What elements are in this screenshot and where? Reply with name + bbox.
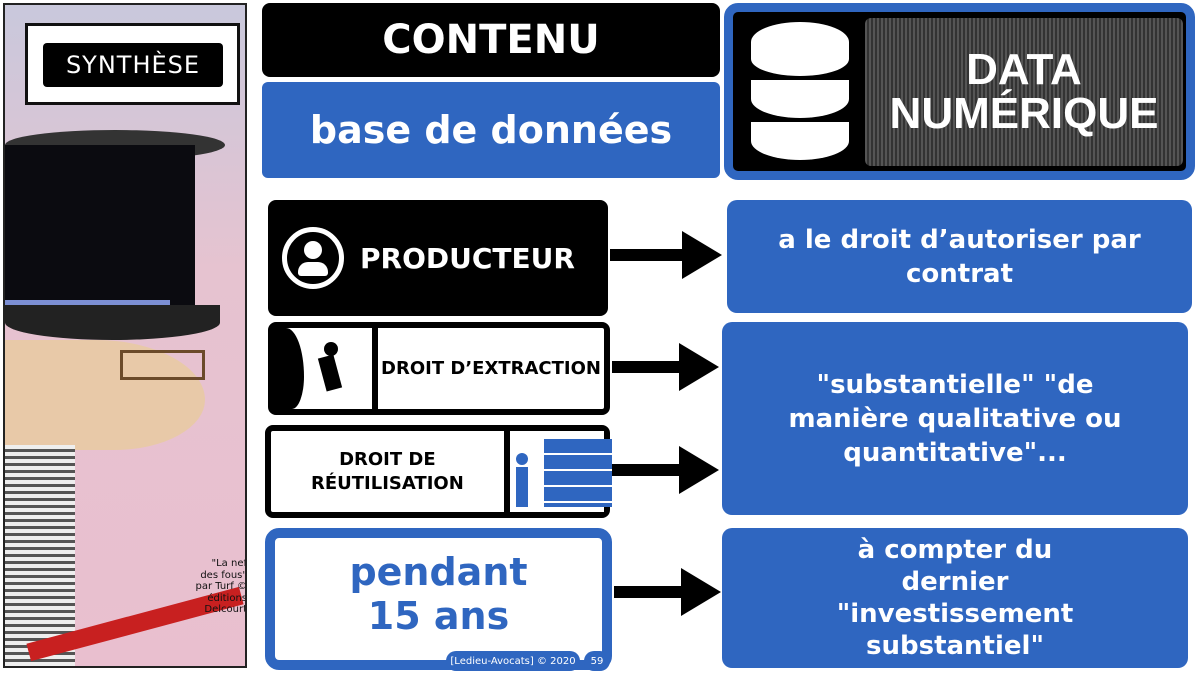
credit-text: "La nef des fous" par Turf © éditions De… — [195, 558, 247, 615]
badge-line1: DATA — [966, 45, 1082, 94]
substantielle-result: "substantielle" "de manière qualitative … — [722, 322, 1188, 515]
badge-line2: NUMÉRIQUE — [889, 89, 1159, 138]
user-icon — [282, 227, 344, 289]
producteur-label: PRODUCTEUR — [360, 241, 575, 275]
duration-label: pendant 15 ans — [349, 550, 528, 638]
producteur-result: a le droit d’autoriser par contrat — [727, 200, 1192, 313]
bubble-label: SYNTHÈSE — [43, 43, 223, 87]
miner-icon — [274, 328, 378, 409]
face — [5, 340, 205, 450]
page-title: CONTENU — [262, 3, 720, 77]
page-number: 59 — [584, 651, 610, 671]
glasses-icon — [120, 350, 205, 380]
page-subtitle: base de données — [262, 82, 720, 178]
reutilisation-label: DROIT DE RÉUTILISATION — [311, 448, 464, 494]
data-numerique-badge: DATA NUMÉRIQUE — [724, 3, 1195, 180]
copyright-badge: [Ledieu-Avocats] © 2020 — [446, 651, 580, 671]
database-icon — [741, 22, 859, 162]
comic-illustration: SYNTHÈSE "La nef des fous" par Turf © éd… — [3, 3, 247, 668]
duration-box: pendant 15 ans — [265, 528, 612, 670]
extraction-box: DROIT D’EXTRACTION — [268, 322, 610, 415]
hat-body — [5, 145, 195, 305]
filing-cabinet-icon — [503, 431, 612, 512]
investissement-result: à compter du dernier "investissement sub… — [722, 528, 1188, 668]
reutilisation-box: DROIT DE RÉUTILISATION — [265, 425, 612, 518]
producteur-box: PRODUCTEUR — [268, 200, 608, 316]
extraction-label: DROIT D’EXTRACTION — [381, 358, 601, 379]
